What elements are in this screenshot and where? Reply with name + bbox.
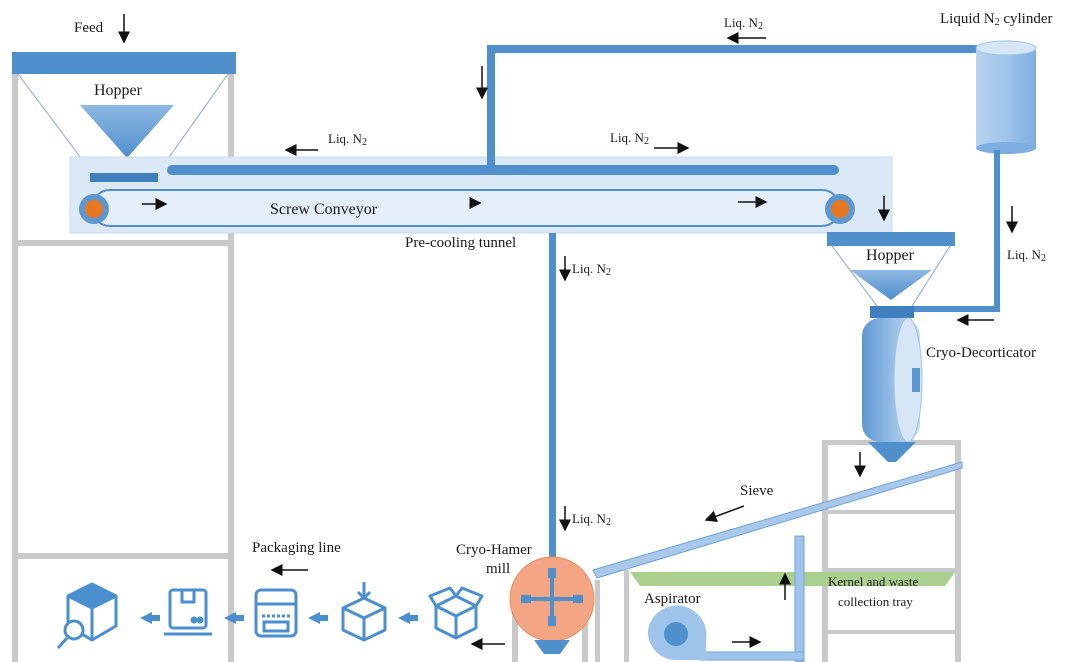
labeling-machine-icon — [254, 588, 298, 638]
flow-arrows — [118, 14, 1018, 650]
liq-n2-top-label: Liq. N2 — [724, 15, 763, 32]
packaging-flow-arrows — [140, 612, 418, 624]
box-drop-icon — [341, 582, 387, 642]
kernel-collection-tray — [630, 572, 955, 586]
liquid-nitrogen-pipe-right — [912, 150, 1000, 312]
pre-cooling-tunnel-label: Pre-cooling tunnel — [405, 235, 517, 251]
hopper-left-label: Hopper — [94, 82, 142, 99]
aspirator — [647, 535, 805, 662]
screw-conveyor — [79, 189, 855, 227]
cryo-hammer-mill — [509, 556, 595, 662]
tray-supports — [595, 570, 629, 662]
liq-n2-mid-label: Liq. N2 — [572, 261, 611, 278]
right-hopper — [827, 232, 955, 318]
sieve — [592, 461, 963, 579]
box-search-icon — [56, 582, 118, 650]
pallet-box-icon — [164, 588, 212, 636]
liq-n2-right-label: Liq. N2 — [1007, 247, 1046, 264]
feed-label: Feed — [74, 20, 104, 36]
liquid-n2-cylinder-label: Liquid N2 cylinder — [940, 11, 1053, 28]
left-support-frame — [12, 70, 234, 662]
liq-n2-mill-label: Liq. N2 — [572, 511, 611, 528]
kernel-tray-label-2: collection tray — [838, 594, 913, 609]
cryo-decorticator-label: Cryo-Decorticator — [926, 345, 1036, 361]
kernel-tray-label-1: Kernel and waste — [828, 574, 919, 589]
aspirator-label: Aspirator — [644, 591, 701, 607]
screw-conveyor-label: Screw Conveyor — [270, 201, 378, 218]
hopper-right-label: Hopper — [866, 247, 914, 264]
packaging-line-label: Packaging line — [252, 540, 341, 556]
cryo-hamer-label: Cryo-Hamer — [456, 542, 532, 558]
liquid-nitrogen-pipe-top — [167, 45, 984, 175]
liq-n2-conveyor-left-label: Liq. N2 — [328, 131, 367, 148]
liq-n2-conveyor-right-label: Liq. N2 — [610, 130, 649, 147]
sieve-label: Sieve — [740, 483, 774, 499]
mill-label: mill — [486, 561, 511, 577]
hopper-outlet — [90, 173, 158, 182]
liquid-nitrogen-cylinder — [975, 40, 1037, 154]
cryo-decorticator — [862, 317, 923, 462]
left-hopper — [12, 52, 236, 171]
open-box-icon — [428, 586, 484, 640]
liquid-nitrogen-pipe-mill — [549, 233, 556, 565]
